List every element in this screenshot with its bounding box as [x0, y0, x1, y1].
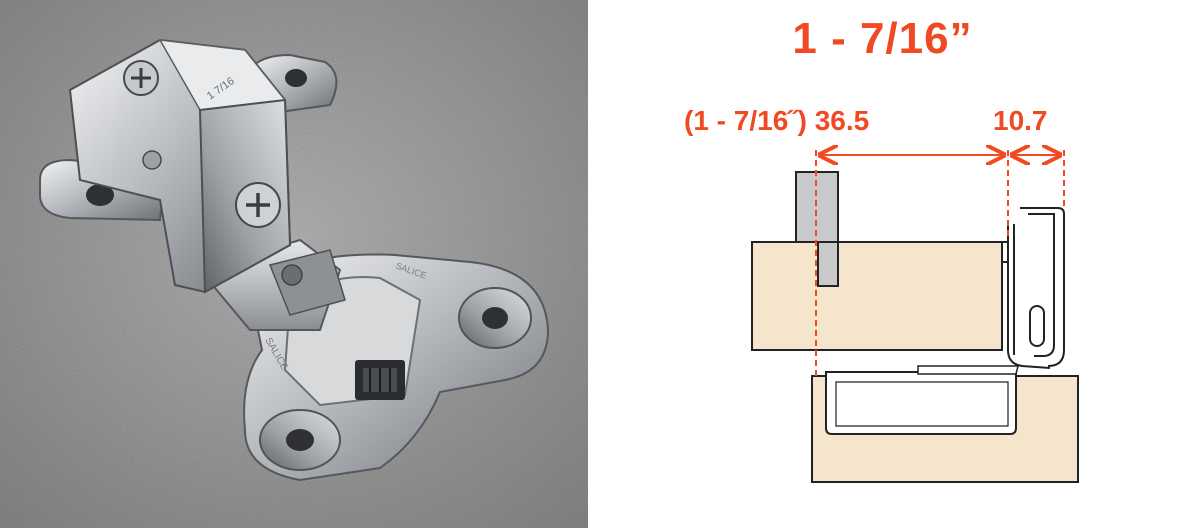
cup-inner — [835, 381, 1009, 427]
dimension-label-overlay: (1 - 7/16˝) 36.5 — [684, 105, 870, 136]
diagram-title: 1 - 7/16” — [792, 14, 973, 63]
hinge-photo: SALICE SALICE 1 7/16 — [0, 0, 588, 528]
diagram-drawing — [751, 0, 1079, 483]
cup-bore — [825, 371, 1017, 435]
dimension-diagram: 1 - 7/16” (1 - 7/16˝) 36.5 10.7 — [588, 0, 1177, 528]
face-frame-lip — [817, 241, 839, 287]
dimension-label-offset: 10.7 — [993, 105, 1048, 136]
door-panel — [751, 241, 1003, 351]
hinge-body: 1 7/16 — [68, 38, 292, 294]
cup-flange — [917, 365, 1019, 375]
hinge-profile — [1002, 207, 1065, 369]
